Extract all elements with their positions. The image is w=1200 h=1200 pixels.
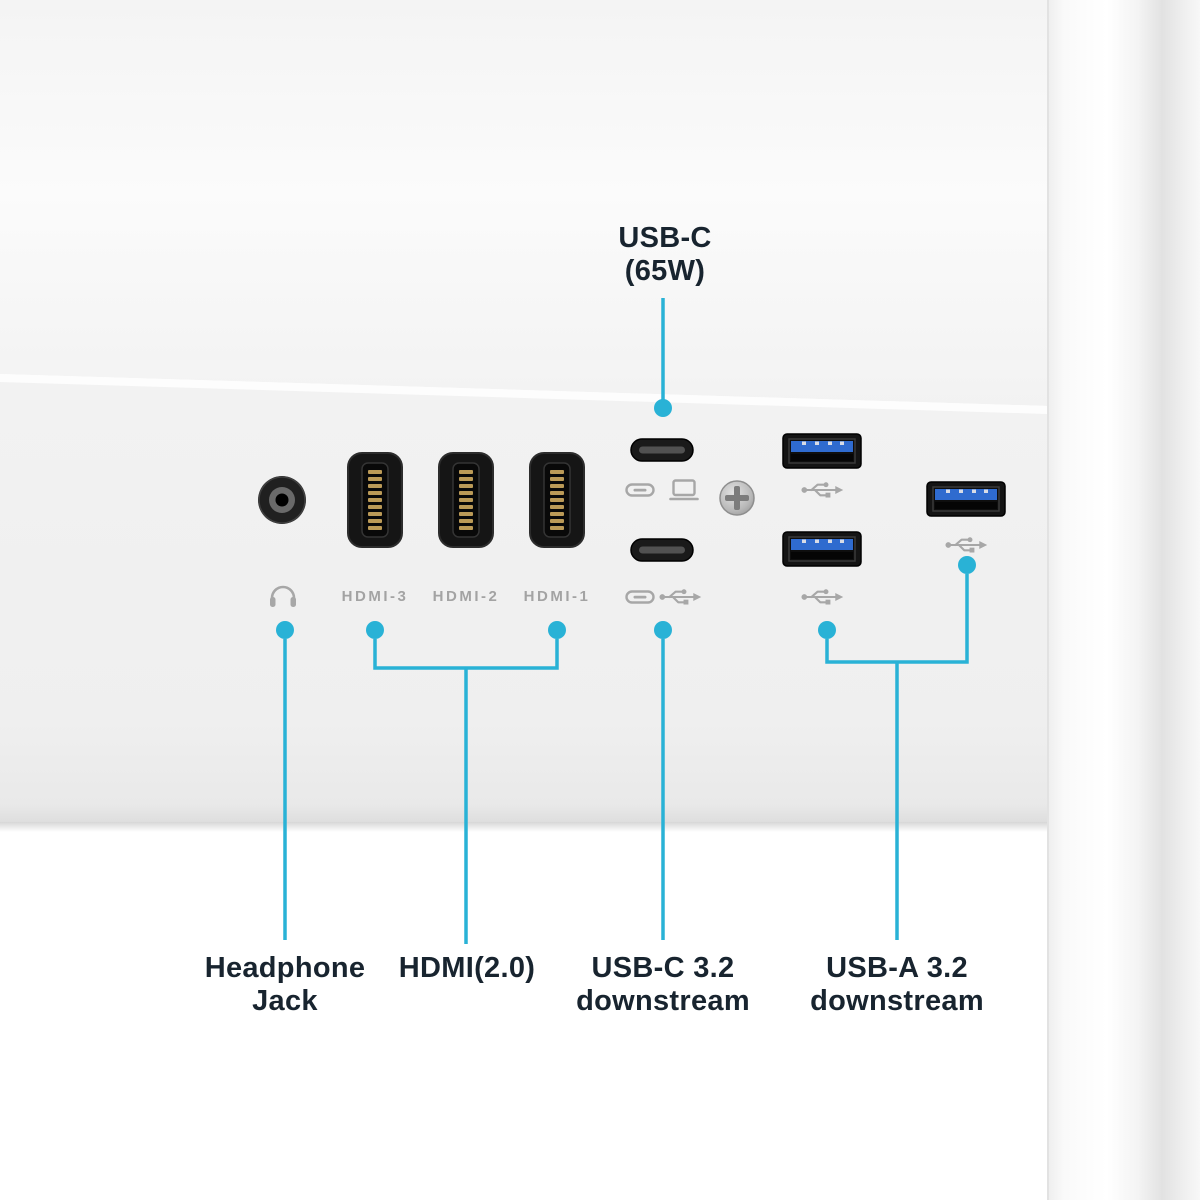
headphone-icon xyxy=(268,585,298,609)
etched-label-hdmi3: HDMI-3 xyxy=(341,588,409,605)
callout-dot-usb-a-left xyxy=(818,621,836,639)
usb-trident-icon xyxy=(800,588,845,606)
usb-trident-icon xyxy=(944,536,989,554)
panel-bottom-shadow xyxy=(0,822,1047,832)
callout-lines xyxy=(283,298,969,944)
phillips-screw xyxy=(719,480,755,516)
usb-a-port-2 xyxy=(782,531,862,567)
callout-label-line: (65W) xyxy=(624,255,706,287)
callout-label-usb-a-downstream: USB-A 3.2 downstream xyxy=(810,952,984,1018)
usb-trident-icon xyxy=(800,481,845,499)
usb-c-power-port xyxy=(630,438,694,462)
headphone-jack-port xyxy=(258,476,306,524)
callout-label-line: USB-C 3.2 xyxy=(591,952,735,984)
callout-dot-hdmi-1 xyxy=(548,621,566,639)
hdmi-port-3 xyxy=(347,452,403,548)
usb-trident-icon xyxy=(658,588,703,606)
callout-label-line: HDMI(2.0) xyxy=(398,952,536,984)
etched-label-hdmi2: HDMI-2 xyxy=(432,588,500,605)
callout-dot-usb-c-power xyxy=(654,399,672,417)
callout-label-usb-c-power: USB-C (65W) xyxy=(618,222,711,288)
usb-c-pill-icon xyxy=(625,483,655,497)
callout-label-line: Jack xyxy=(252,985,318,1017)
usb-a-port-1 xyxy=(782,433,862,469)
callout-dot-usb-c-down xyxy=(654,621,672,639)
hdmi-port-2 xyxy=(438,452,494,548)
usb-a-port-3 xyxy=(926,481,1006,517)
usb-c-downstream-port xyxy=(630,538,694,562)
usb-c-pill-icon xyxy=(625,590,655,604)
monitor-upper-back-panel xyxy=(0,0,1047,406)
callout-line-usb-a-join xyxy=(825,574,969,664)
callout-dot-usb-a-right xyxy=(958,556,976,574)
hdmi-port-1 xyxy=(529,452,585,548)
port-recess-panel xyxy=(0,382,1047,822)
callout-label-line: Headphone xyxy=(204,952,366,984)
callout-label-headphone: Headphone Jack xyxy=(205,952,366,1018)
callout-line-hdmi-join xyxy=(373,639,559,670)
callout-dot-hdmi-3 xyxy=(366,621,384,639)
callout-dot-headphone xyxy=(276,621,294,639)
laptop-icon xyxy=(669,479,699,501)
callout-label-line: downstream xyxy=(810,985,984,1017)
etched-label-hdmi1: HDMI-1 xyxy=(523,588,591,605)
callout-dots xyxy=(276,399,976,639)
monitor-side-edge xyxy=(1047,0,1200,1200)
callout-label-usb-c-downstream: USB-C 3.2 downstream xyxy=(576,952,750,1018)
callout-label-hdmi: HDMI(2.0) xyxy=(399,952,535,985)
callout-label-line: downstream xyxy=(576,985,750,1017)
callout-label-line: USB-A 3.2 xyxy=(826,952,968,984)
callout-label-line: USB-C xyxy=(618,222,712,254)
